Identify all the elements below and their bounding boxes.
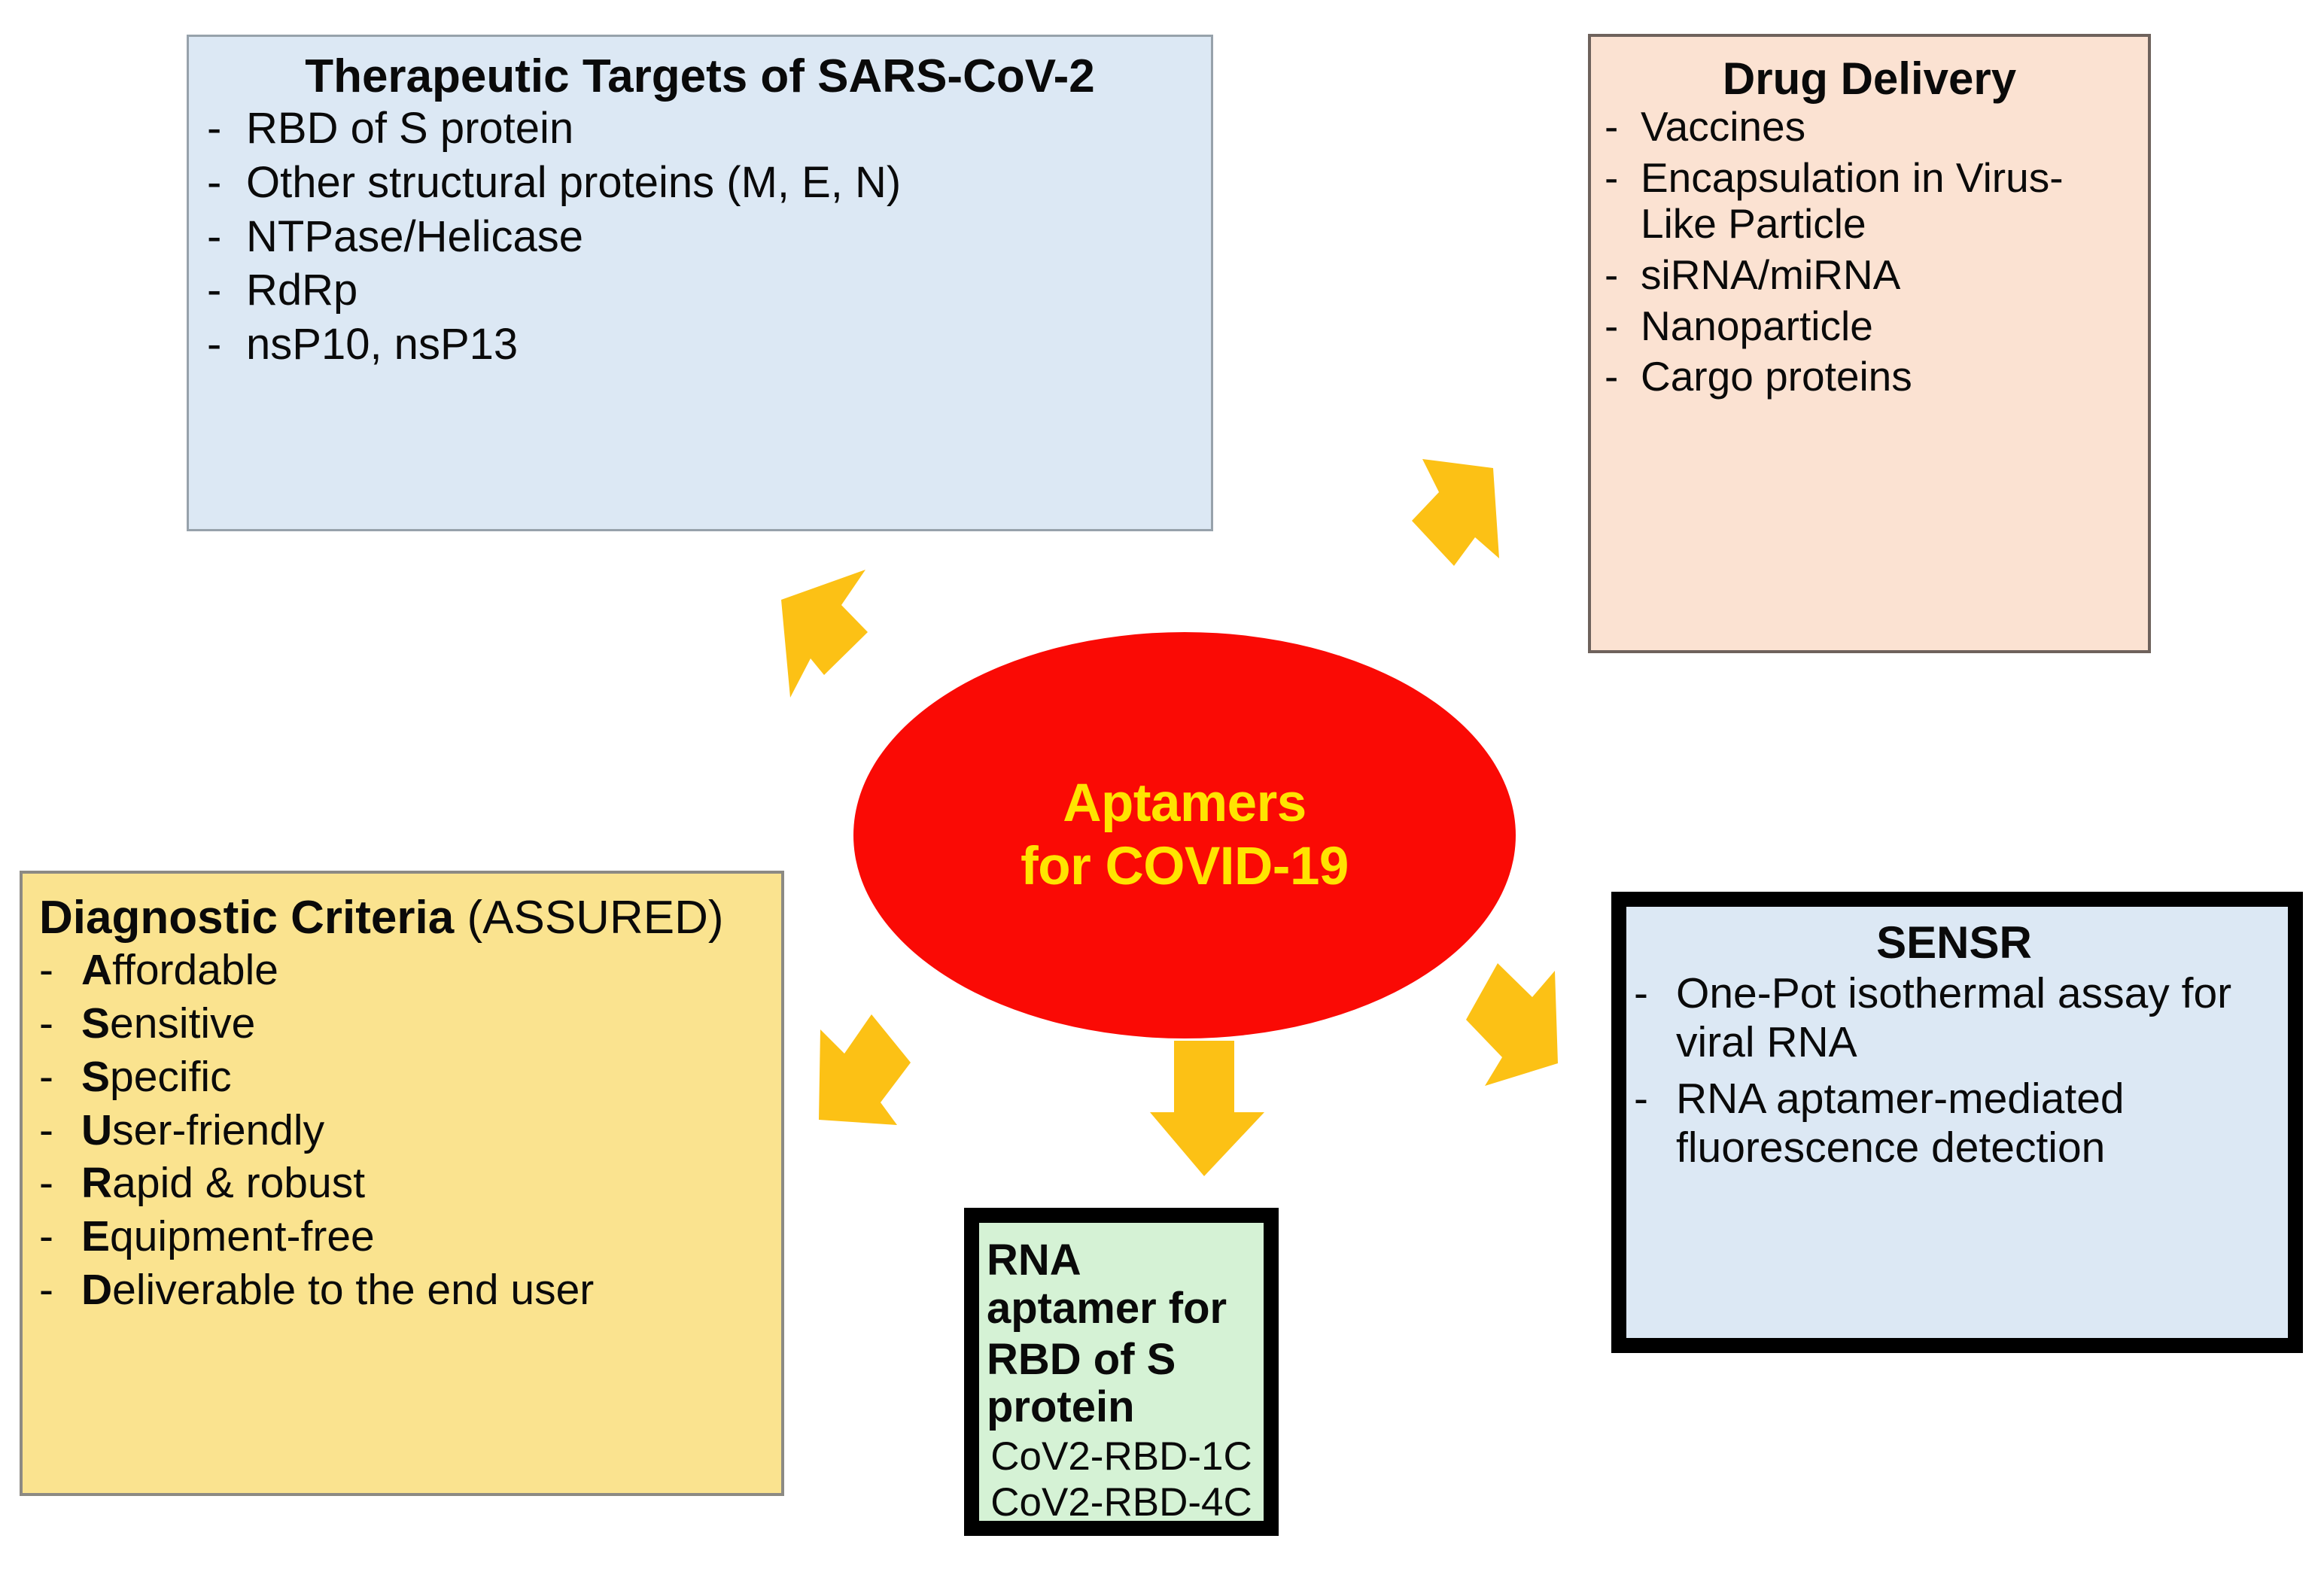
- arrow-up-left-icon: [753, 566, 903, 709]
- list-item-rest: apid & robust: [112, 1159, 366, 1208]
- list-item: - siRNA/miRNA: [1605, 251, 2134, 299]
- list-item: - Cargo proteins: [1605, 354, 2134, 400]
- acronym-letter: S: [81, 999, 111, 1048]
- rna-aptamer-title-line2: RBD of S protein: [987, 1334, 1176, 1432]
- list-item: - Deliverable to the end user: [39, 1266, 766, 1314]
- acronym-letter: U: [81, 1105, 113, 1154]
- list-item-label: Deliverable to the end user: [81, 1266, 766, 1314]
- acronym-letter: E: [81, 1212, 111, 1260]
- list-item: - RBD of S protein: [207, 104, 1193, 154]
- sensr-title: SENSR: [1876, 917, 2032, 968]
- list-item-label: NTPase/Helicase: [246, 211, 584, 261]
- sensr-box: SENSR - One-Pot isothermal assay for vir…: [1611, 892, 2303, 1353]
- diagnostic-criteria-title-suffix: (ASSURED): [454, 892, 724, 944]
- list-item: - Affordable: [39, 947, 766, 994]
- list-item-label: Nanoparticle: [1641, 302, 1873, 349]
- bullet-dash: -: [207, 157, 222, 207]
- list-item-label: Cargo proteins: [1641, 353, 1912, 400]
- list-item: - Equipment-free: [39, 1213, 766, 1260]
- bullet-dash: -: [207, 319, 222, 369]
- bullet-dash: -: [1605, 302, 1619, 349]
- bullet-dash: -: [207, 211, 222, 261]
- list-item-label: RBD of S protein: [246, 104, 574, 154]
- list-item-label: Rapid & robust: [81, 1160, 766, 1207]
- arrow-up-right-icon: [1409, 453, 1559, 607]
- arrow-down-icon: [1150, 1037, 1270, 1180]
- list-item-rest: ffordable: [112, 946, 278, 995]
- bullet-dash: -: [207, 266, 222, 315]
- bullet-dash: -: [1605, 103, 1619, 151]
- list-item-label: Specific: [81, 1052, 766, 1101]
- list-item: - nsP10, nsP13: [207, 320, 1193, 369]
- acronym-letter: S: [81, 1052, 111, 1101]
- central-ellipse-line2: for COVID-19: [1021, 837, 1349, 896]
- list-item-label: siRNA/miRNA: [1641, 251, 1901, 298]
- list-item-rest: pecific: [110, 1052, 232, 1101]
- acronym-letter: R: [81, 1159, 113, 1208]
- list-item-label: One-Pot isothermal assay for viral RNA: [1676, 969, 2232, 1067]
- arrow-down-left-icon: [798, 978, 952, 1129]
- sensr-list: - One-Pot isothermal assay for viral RNA…: [1634, 969, 2274, 1172]
- rna-aptamer-box: RNA aptamer for RBD of S protein CoV2-RB…: [964, 1208, 1279, 1536]
- list-item-label: Vaccines: [1641, 103, 1806, 151]
- list-item-rest: ensitive: [110, 999, 256, 1048]
- list-item: - NTPase/Helicase: [207, 212, 1193, 262]
- list-item: - RdRp: [207, 266, 1193, 315]
- list-item-label: Sensitive: [81, 1000, 766, 1048]
- acronym-letter: D: [81, 1265, 113, 1314]
- bullet-dash: -: [1605, 154, 1619, 201]
- list-item-label: Equipment-free: [81, 1213, 766, 1260]
- list-item-label: Encapsulation in Virus-Like Particle: [1641, 154, 2064, 248]
- list-item-label: RNA aptamer-mediated fluorescence detect…: [1676, 1075, 2125, 1172]
- central-ellipse: Aptamers for COVID-19: [853, 632, 1516, 1038]
- bullet-dash: -: [207, 104, 222, 154]
- list-item: - Sensitive: [39, 1000, 766, 1048]
- drug-delivery-list: - Vaccines - Encapsulation in Virus-Like…: [1605, 104, 2134, 400]
- bullet-dash: -: [1634, 969, 1648, 1018]
- arrow-down-right-icon: [1466, 952, 1617, 1102]
- drug-delivery-title: Drug Delivery: [1722, 53, 2017, 104]
- bullet-dash: -: [1605, 353, 1619, 400]
- list-item-label: Affordable: [81, 947, 766, 994]
- list-item: - Vaccines: [1605, 104, 2134, 151]
- list-item: - User-friendly: [39, 1105, 766, 1154]
- therapeutic-targets-list: - RBD of S protein - Other structural pr…: [207, 104, 1193, 369]
- diagnostic-criteria-title: Diagnostic Criteria (ASSURED): [39, 892, 766, 944]
- list-item: - Rapid & robust: [39, 1160, 766, 1207]
- drug-delivery-box: Drug Delivery - Vaccines - Encapsulation…: [1588, 34, 2151, 653]
- list-item: - Other structural proteins (M, E, N): [207, 158, 1193, 208]
- rna-aptamer-title-line1: RNA aptamer for: [987, 1236, 1227, 1333]
- bullet-dash: -: [39, 1052, 53, 1101]
- list-item: - One-Pot isothermal assay for viral RNA: [1634, 969, 2274, 1067]
- list-item-rest: ser-friendly: [112, 1105, 325, 1154]
- acronym-letter: A: [81, 946, 113, 995]
- central-ellipse-line1: Aptamers: [1063, 774, 1306, 834]
- rna-aptamer-sequence: CoV2-RBD-4C: [990, 1479, 1252, 1525]
- bullet-dash: -: [39, 999, 53, 1048]
- bullet-dash: -: [39, 1212, 53, 1260]
- diagnostic-criteria-list: - Affordable - Sensitive - Specific - Us…: [39, 947, 766, 1313]
- bullet-dash: -: [1605, 251, 1619, 298]
- bullet-dash: -: [39, 1159, 53, 1208]
- list-item-label: RdRp: [246, 266, 358, 315]
- list-item: - Specific: [39, 1052, 766, 1101]
- list-item-label: Other structural proteins (M, E, N): [246, 157, 902, 207]
- therapeutic-targets-box: Therapeutic Targets of SARS-CoV-2 - RBD …: [187, 35, 1213, 531]
- bullet-dash: -: [39, 1105, 53, 1154]
- list-item-label: nsP10, nsP13: [246, 319, 519, 369]
- bullet-dash: -: [39, 1265, 53, 1314]
- list-item-rest: quipment-free: [110, 1212, 375, 1260]
- bullet-dash: -: [1634, 1075, 1648, 1124]
- bullet-dash: -: [39, 946, 53, 995]
- list-item-label: User-friendly: [81, 1105, 766, 1154]
- list-item: - RNA aptamer-mediated fluorescence dete…: [1634, 1075, 2274, 1172]
- therapeutic-targets-title: Therapeutic Targets of SARS-CoV-2: [305, 50, 1095, 102]
- diagnostic-criteria-box: Diagnostic Criteria (ASSURED) - Affordab…: [20, 871, 784, 1496]
- diagnostic-criteria-title-bold: Diagnostic Criteria: [39, 892, 455, 944]
- list-item-rest: eliverable to the end user: [112, 1265, 595, 1314]
- list-item: - Encapsulation in Virus-Like Particle: [1605, 154, 2134, 248]
- list-item: - Nanoparticle: [1605, 303, 2134, 350]
- rna-aptamer-sequence: CoV2-RBD-1C: [990, 1434, 1252, 1479]
